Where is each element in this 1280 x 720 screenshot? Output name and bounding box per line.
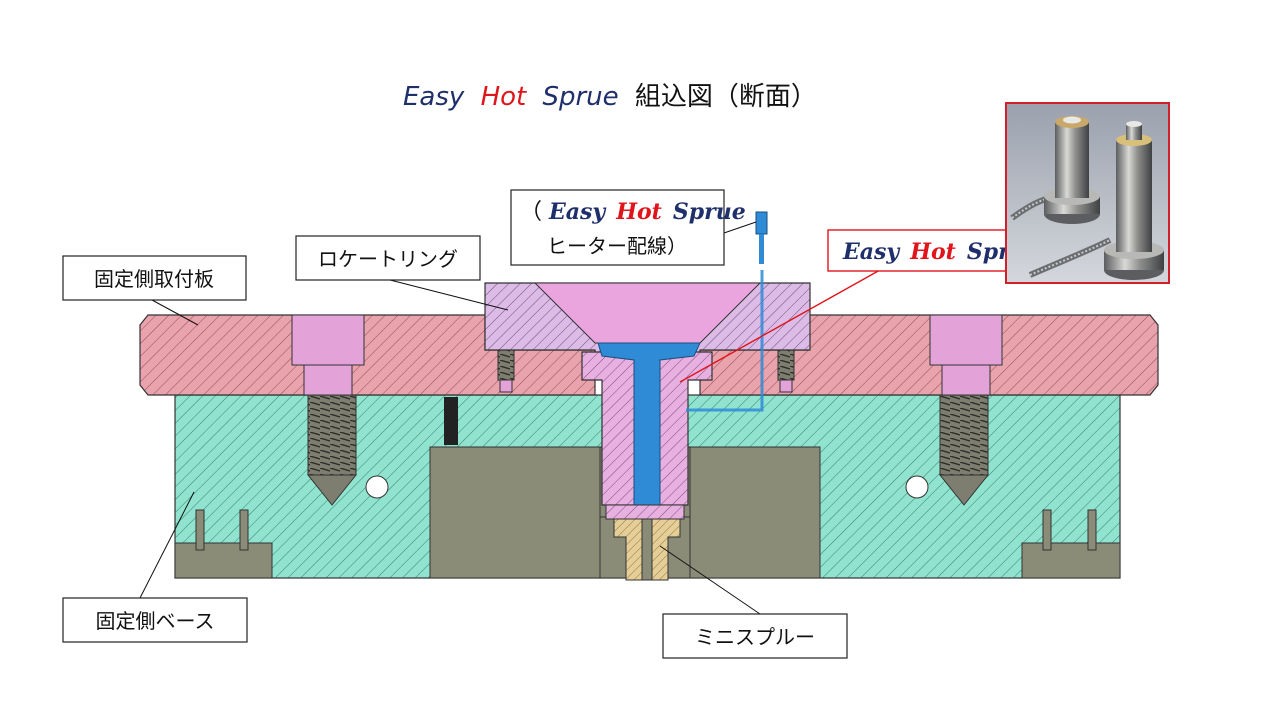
title-hot: Hot [481,82,527,112]
label-heater-wiring: （ Easy Hot Sprue ヒーター配線） [510,189,746,266]
svg-text:固定側ベース: 固定側ベース [96,609,215,633]
label-mini-sprue: ミニスプルー [662,613,848,659]
label-product-name: Easy Hot Sprue [827,229,1040,272]
leader-clamp-plate [151,299,199,326]
locate-ring [484,282,811,361]
svg-text:固定側取付板: 固定側取付板 [94,267,214,291]
bolt-right [938,394,990,506]
product-photo [1005,102,1170,284]
leader-locate-ring [389,279,509,311]
leader-fixed-base [139,491,195,599]
leader-heater-wiring [723,221,757,234]
fixed-clamp-plate [139,314,1159,396]
hot-sprue-body [581,211,768,526]
heater-wiring-text: ヒーター配線） [547,234,687,258]
label-locate-ring: ロケートリング [295,235,481,281]
svg-text:ロケートリング: ロケートリング [318,247,458,271]
title-sprue: Sprue [542,82,618,112]
page-title: Easy Hot Sprue 組込図（断面） [403,82,817,112]
leader-hot-sprue [679,269,881,383]
title-easy: Easy [403,82,465,112]
bolt-left [306,394,358,506]
heater-title-line: （ Easy Hot Sprue [520,199,746,225]
label-fixed-clamp-plate: 固定側取付板 [62,255,247,301]
label-fixed-base: 固定側ベース [62,597,248,643]
svg-text:ミニスプルー: ミニスプルー [695,625,815,649]
leader-mini-sprue [659,545,761,615]
mini-sprue [613,518,681,581]
title-suffix: 組込図（断面） [635,82,817,112]
